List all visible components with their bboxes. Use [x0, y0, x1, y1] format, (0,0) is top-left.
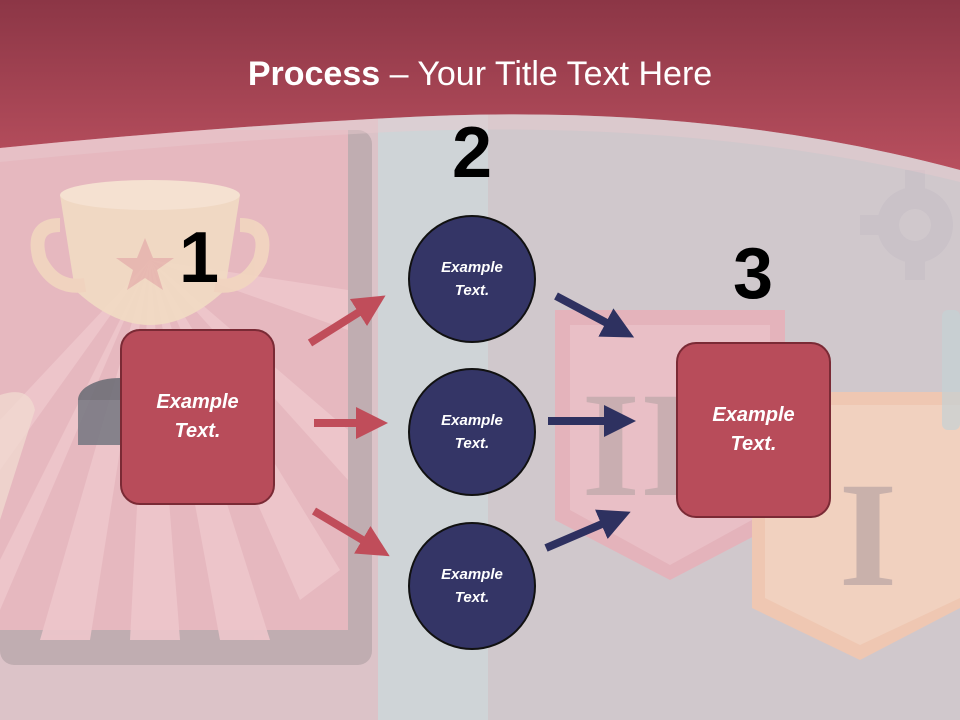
svg-text:I: I — [839, 452, 897, 618]
process-circle-bottom: Example Text. — [408, 522, 536, 650]
arrow-to-circle-bottom — [311, 507, 390, 557]
arrow-from-circle-bottom — [544, 509, 631, 552]
step-number-1: 1 — [178, 218, 220, 298]
circle-middle-line2: Text. — [454, 435, 490, 452]
title-bold: Process — [247, 55, 381, 93]
circle-bottom-line2: Text. — [454, 589, 490, 606]
box-right-line1: Example — [712, 404, 795, 426]
box-left-line2: Text. — [174, 420, 221, 442]
circle-top-line1: Example — [441, 259, 503, 276]
process-circle-top: Example Text. — [408, 215, 536, 343]
arrow-from-circle-top — [554, 292, 635, 338]
circle-top-line2: Text. — [454, 282, 490, 299]
process-circle-middle: Example Text. — [408, 368, 536, 496]
circle-middle-line1: Example — [441, 412, 503, 429]
step-number-2: 2 — [451, 113, 493, 193]
box-right-line2: Text. — [730, 433, 777, 455]
box-left-line1: Example — [156, 391, 239, 413]
gear-icon — [860, 170, 953, 280]
process-box-left: Example Text. — [120, 329, 275, 505]
slide-title: Process – Your Title Text Here — [0, 52, 960, 96]
arrow-to-circle-top — [307, 295, 386, 347]
process-box-right: Example Text. — [676, 342, 831, 518]
step-number-3: 3 — [732, 234, 774, 314]
title-rest: – Your Title Text Here — [380, 55, 713, 93]
circle-bottom-line1: Example — [441, 566, 503, 583]
header-band — [0, 0, 960, 170]
